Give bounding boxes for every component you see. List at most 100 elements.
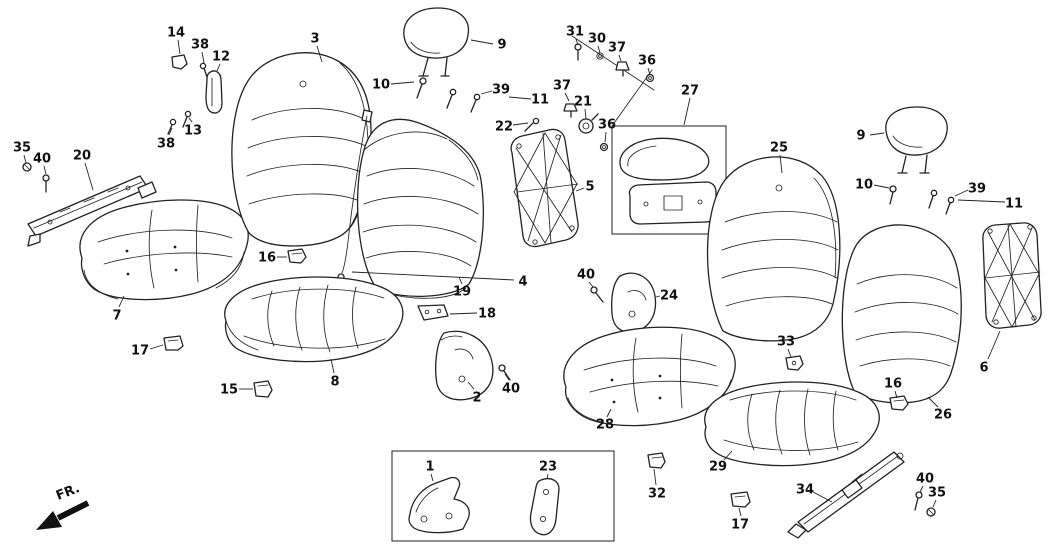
leader-line-22 (512, 122, 529, 126)
leader-line-24 (655, 295, 661, 298)
leader-line-39 (480, 90, 493, 95)
part-label-27: 27 (681, 84, 699, 99)
back-panel-drawing-6 (982, 222, 1042, 329)
part-label-15: 15 (220, 383, 238, 398)
part-label-26: 26 (934, 408, 952, 423)
part-label-39: 39 (492, 83, 510, 98)
headrest-drawing-9-right (885, 106, 948, 174)
leader-line-39 (954, 189, 969, 197)
leader-line-8 (330, 358, 335, 374)
screw-drawing-40-right (914, 491, 923, 511)
leader-line-12 (216, 63, 221, 72)
bolt-drawing-40-left (42, 174, 50, 193)
seat-cushion-drawing-29 (704, 381, 880, 467)
leader-line-2 (467, 381, 475, 390)
leader-line-20 (84, 162, 94, 191)
leader-line-5 (575, 187, 585, 192)
leader-line-10 (873, 184, 890, 189)
part-label-13: 13 (184, 124, 202, 139)
leader-line-35 (23, 154, 27, 164)
part-label-35: 35 (13, 141, 31, 156)
part-label-34: 34 (796, 483, 814, 498)
leader-line-33 (787, 348, 792, 358)
part-label-40: 40 (577, 268, 595, 283)
leader-line-16 (894, 390, 898, 399)
leader-line-40 (588, 281, 594, 288)
clip-drawing-14 (171, 54, 188, 70)
bolt-drawing-13 (182, 110, 192, 128)
seat-back-drawing-25 (706, 156, 841, 342)
leader-line-25 (779, 154, 783, 174)
bolt-drawing-38-lower (167, 118, 177, 135)
part-label-8: 8 (330, 375, 339, 390)
leader-line-9 (869, 132, 885, 136)
seat-rail-drawing-20 (27, 175, 157, 247)
part-label-36: 36 (598, 118, 616, 133)
back-panel-drawing-5 (510, 128, 579, 248)
part-label-11: 11 (531, 93, 549, 108)
armrest-drawing-27 (611, 125, 727, 235)
part-label-3: 3 (310, 32, 319, 47)
part-label-29: 29 (709, 460, 727, 475)
part-label-20: 20 (73, 149, 91, 164)
leader-line-30 (597, 45, 601, 54)
seat-cushion-drawing-7 (79, 199, 249, 301)
recliner-cover-drawing-24 (611, 272, 657, 333)
part-label-28: 28 (596, 418, 614, 433)
leader-line-29 (723, 450, 733, 461)
part-label-17: 17 (131, 344, 149, 359)
part-label-4: 4 (518, 275, 527, 290)
seat-back-drawing-26 (841, 224, 962, 404)
screws-drawing-39-right (928, 189, 955, 215)
part-label-10: 10 (372, 78, 390, 93)
part-label-23: 23 (539, 460, 557, 475)
seat-cushion-drawing-8 (224, 276, 404, 363)
fr-arrow-head (36, 511, 62, 530)
leader-line-36 (604, 131, 607, 143)
leader-line-35 (932, 499, 937, 508)
part-label-6: 6 (979, 361, 988, 376)
part-label-18: 18 (478, 307, 496, 322)
seat-back-drawing-3 (231, 52, 372, 247)
leader-line-10 (390, 81, 415, 85)
bolt-drawing-38-top (199, 62, 208, 78)
clip-drawing-17-right (730, 491, 751, 508)
fr-direction-indicator: FR. (36, 481, 90, 530)
bracket-drawing-18 (417, 304, 449, 321)
leader-line-40 (919, 485, 924, 493)
bolt-drawing-10-right (889, 185, 897, 205)
leader-line-36 (647, 67, 651, 76)
part-label-5: 5 (585, 180, 594, 195)
part-label-32: 32 (648, 487, 666, 502)
seat-back-drawing-4 (356, 118, 485, 299)
leader-line-37 (618, 54, 622, 62)
part-label-16: 16 (884, 377, 902, 392)
recliner-cover-drawing-2 (435, 330, 494, 401)
seat-rail-drawing-34 (787, 451, 905, 539)
part-label-24: 24 (660, 289, 678, 304)
part-label-38: 38 (157, 137, 175, 152)
seat-cushion-drawing-28 (563, 326, 736, 427)
clip-drawing-35-left (22, 162, 32, 172)
part-label-7: 7 (112, 309, 121, 324)
leader-line-21 (584, 108, 587, 120)
part-label-36: 36 (638, 54, 656, 69)
leader-line-40 (43, 165, 47, 175)
part-label-9: 9 (856, 129, 865, 144)
clip-drawing-17-left (163, 335, 184, 351)
screws-drawing-39-left (446, 88, 481, 113)
leader-line-40 (504, 373, 510, 381)
part-label-2: 2 (472, 391, 481, 406)
part-label-10: 10 (855, 178, 873, 193)
part-label-25: 25 (770, 141, 788, 156)
part-label-1: 1 (425, 460, 434, 475)
leader-line-38 (201, 51, 205, 64)
leader-line-28 (606, 408, 612, 418)
leader-line-11 (508, 96, 532, 100)
part-label-14: 14 (167, 26, 185, 41)
leader-line-1 (430, 473, 434, 482)
leader-line-13 (188, 117, 193, 123)
